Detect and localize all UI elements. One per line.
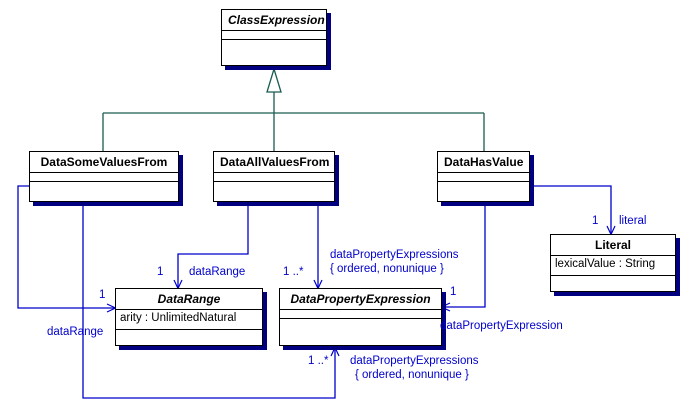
class-operations-class-expression xyxy=(222,40,326,66)
label-role-dhv-dpe: dataPropertyExpression xyxy=(440,320,563,332)
class-name-data-all-values-from: DataAllValuesFrom xyxy=(214,152,334,173)
class-attributes-data-property-expression xyxy=(280,310,441,319)
class-operations-data-some-values-from xyxy=(30,182,178,204)
label-multiplicity-davf-dpe: 1 ..* xyxy=(283,266,304,278)
class-attributes-data-has-value xyxy=(438,173,529,182)
label-constraint-davf-dpe: { ordered, nonunique } xyxy=(330,263,444,275)
class-attributes-class-expression xyxy=(222,31,326,40)
class-box-literal[interactable]: Literal lexicalValue : String xyxy=(550,234,676,292)
class-name-data-has-value: DataHasValue xyxy=(438,152,529,173)
label-multiplicity-dsvf-dpe: 1 ..* xyxy=(308,355,329,367)
class-box-data-all-values-from[interactable]: DataAllValuesFrom xyxy=(213,151,335,202)
label-role-dsvf-dpe: dataPropertyExpressions xyxy=(350,355,479,367)
class-box-class-expression[interactable]: ClassExpression xyxy=(221,9,327,66)
class-operations-data-has-value xyxy=(438,182,529,204)
class-name-data-range: DataRange xyxy=(116,289,262,310)
label-role-davf-datarange: dataRange xyxy=(189,266,246,278)
edge-dsvf-dpe xyxy=(82,202,340,399)
label-role-dhv-literal: literal xyxy=(619,215,647,227)
label-multiplicity-davf-datarange: 1 xyxy=(157,266,164,278)
class-attribute-data-range-arity: arity : UnlimitedNatural xyxy=(116,310,262,330)
label-role-dsvf-datarange: dataRange xyxy=(47,326,104,338)
class-box-data-some-values-from[interactable]: DataSomeValuesFrom xyxy=(29,151,179,202)
class-box-data-property-expression[interactable]: DataPropertyExpression xyxy=(279,288,442,346)
class-operations-data-range xyxy=(116,330,262,352)
class-name-class-expression: ClassExpression xyxy=(222,10,326,31)
label-multiplicity-dsvf-datarange: 1 xyxy=(99,289,106,301)
label-role-davf-dpe: dataPropertyExpressions xyxy=(330,249,459,261)
edge-dhv-literal xyxy=(530,185,616,236)
label-multiplicity-dhv-dpe: 1 xyxy=(450,286,457,298)
class-attributes-data-some-values-from xyxy=(30,173,178,182)
class-attributes-data-all-values-from xyxy=(214,173,334,182)
association-edges xyxy=(17,185,616,399)
label-constraint-dsvf-dpe: { ordered, nonunique } xyxy=(355,369,469,381)
class-box-data-has-value[interactable]: DataHasValue xyxy=(437,151,530,202)
generalization-triangle-icon xyxy=(266,66,282,93)
class-operations-literal xyxy=(551,276,675,298)
class-operations-data-all-values-from xyxy=(214,182,334,204)
class-box-data-range[interactable]: DataRange arity : UnlimitedNatural xyxy=(115,288,263,346)
generalization-edges xyxy=(102,92,485,151)
class-name-data-property-expression: DataPropertyExpression xyxy=(280,289,441,310)
label-multiplicity-dhv-literal: 1 xyxy=(592,215,599,227)
edge-dhv-dpe xyxy=(440,202,486,312)
edge-davf-datarange xyxy=(173,202,249,290)
edge-dsvf-datarange xyxy=(17,185,117,313)
class-name-data-some-values-from: DataSomeValuesFrom xyxy=(30,152,178,173)
class-operations-data-property-expression xyxy=(280,319,441,345)
class-name-literal: Literal xyxy=(551,235,675,256)
class-attribute-literal-lexical-value: lexicalValue : String xyxy=(551,256,675,276)
